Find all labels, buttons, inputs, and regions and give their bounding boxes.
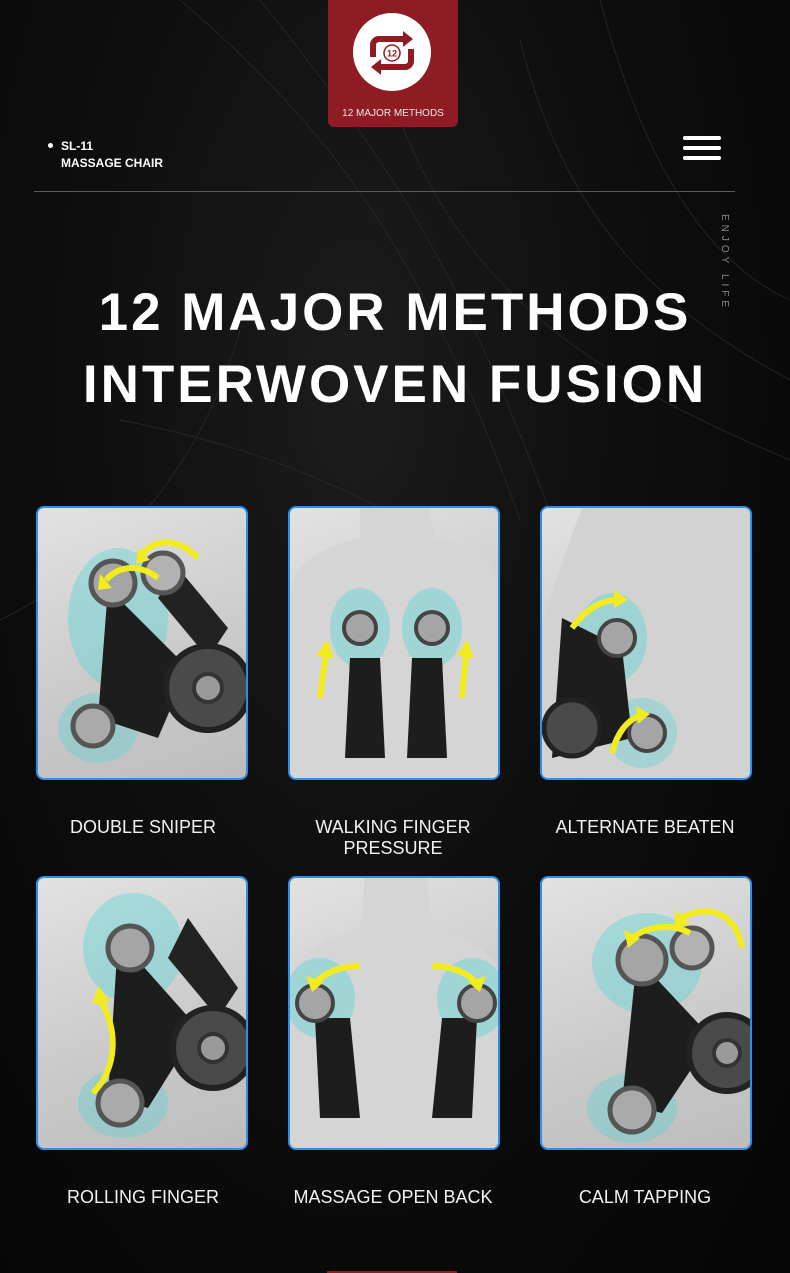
method-label-massage-open-back: MASSAGE OPEN BACK [293,1187,493,1207]
badge-label: 12 MAJOR METHODS [342,108,444,119]
side-slogan: ENJOY LIFE [719,214,730,312]
page-title-line-2: INTERWOVEN FUSION [82,355,708,414]
model-type: MASSAGE CHAIR [61,156,164,170]
method-label-calm-tapping: CALM TAPPING [578,1187,712,1207]
method-label-walking-finger-pressure: WALKING FINGER PRESSURE [315,817,471,858]
cycle-arrows-icon: 12 [353,13,431,91]
model-name: SL-11 MASSAGE CHAIR [48,138,163,172]
header-divider [34,191,735,192]
method-image-massage-open-back [288,876,500,1150]
bullet-dot [48,143,53,148]
method-image-alternate-beaten [540,506,752,780]
method-image-walking-finger-pressure [288,506,500,780]
methods-badge: 12 12 MAJOR METHODS [328,0,458,127]
method-label-alternate-beaten: ALTERNATE BEATEN [555,817,735,837]
hamburger-menu-icon[interactable] [683,136,723,162]
method-image-rolling-finger [36,876,248,1150]
method-image-double-sniper [36,506,248,780]
badge-icon-number: 12 [387,49,397,59]
method-image-calm-tapping [540,876,752,1150]
model-code: SL-11 [61,139,94,153]
bottom-accent-line [327,1271,457,1273]
method-label-double-sniper: DOUBLE SNIPER [69,817,217,837]
page-title-line-1: 12 MAJOR METHODS [98,283,692,342]
method-label-rolling-finger: ROLLING FINGER [66,1187,220,1207]
